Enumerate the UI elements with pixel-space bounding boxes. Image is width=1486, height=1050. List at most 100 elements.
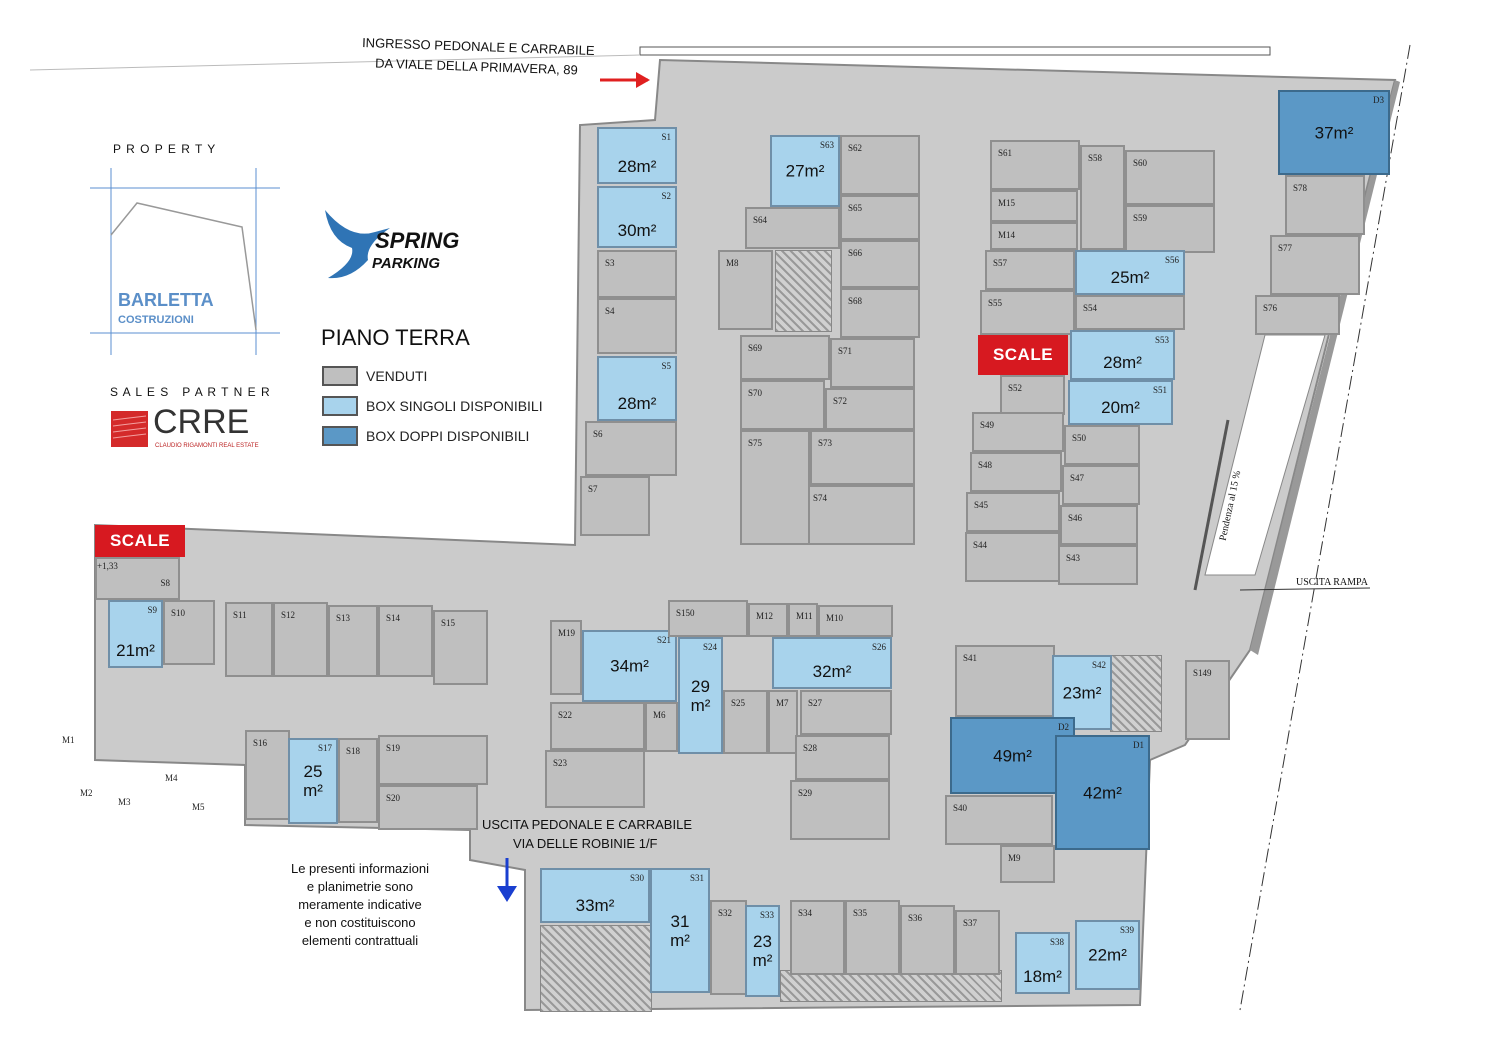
parking-unit-s59[interactable]: S59: [1125, 205, 1215, 253]
parking-unit-s40[interactable]: S40: [945, 795, 1053, 845]
parking-unit-s78[interactable]: S78: [1285, 175, 1365, 235]
parking-unit-s61[interactable]: S61: [990, 140, 1080, 190]
parking-unit-s3[interactable]: S3: [597, 250, 677, 298]
parking-unit-m9[interactable]: M9: [1000, 845, 1055, 883]
parking-unit-s25[interactable]: S25: [723, 690, 768, 754]
parking-unit-s8[interactable]: S8: [95, 557, 180, 600]
parking-unit-s13[interactable]: S13: [328, 605, 378, 677]
parking-unit-s34[interactable]: S34: [790, 900, 845, 975]
parking-unit-s18[interactable]: S18: [338, 738, 378, 823]
parking-unit-m19[interactable]: M19: [550, 620, 582, 695]
unit-code: S39: [1119, 925, 1134, 935]
parking-unit-s50[interactable]: S50: [1064, 425, 1140, 465]
parking-unit-s68[interactable]: S68: [840, 288, 920, 338]
parking-unit-m15[interactable]: M15: [990, 190, 1078, 222]
parking-unit-s14[interactable]: S14: [378, 605, 433, 677]
parking-unit-s12[interactable]: S12: [273, 602, 328, 677]
parking-unit-s64[interactable]: S64: [745, 207, 840, 249]
parking-unit-s44[interactable]: S44: [965, 532, 1060, 582]
parking-unit-s19[interactable]: S19: [378, 735, 488, 785]
hatched-area: [1110, 655, 1162, 732]
parking-unit-m12[interactable]: M12: [748, 603, 788, 637]
parking-unit-s45[interactable]: S45: [966, 492, 1060, 532]
parking-unit-s27[interactable]: S27: [800, 690, 892, 735]
parking-unit-s62[interactable]: S62: [840, 135, 920, 195]
parking-unit-s72[interactable]: S72: [825, 388, 915, 430]
parking-unit-s32[interactable]: S32: [710, 900, 747, 995]
parking-unit-s57[interactable]: S57: [985, 250, 1075, 290]
parking-unit-s71[interactable]: S71: [830, 338, 915, 388]
parking-unit-s20[interactable]: S20: [378, 785, 478, 830]
parking-unit-s73[interactable]: S73: [810, 430, 915, 485]
parking-unit-s65[interactable]: S65: [840, 195, 920, 240]
parking-unit-s49[interactable]: S49: [972, 412, 1064, 452]
parking-unit-s35[interactable]: S35: [845, 900, 900, 975]
parking-unit-s55[interactable]: S55: [980, 290, 1075, 335]
parking-unit-s77[interactable]: S77: [1270, 235, 1360, 295]
parking-unit-s52[interactable]: S52: [1000, 375, 1065, 415]
parking-unit-s41[interactable]: S41: [955, 645, 1055, 717]
unit-area: 31 m²: [670, 911, 690, 950]
parking-unit-m14[interactable]: M14: [990, 222, 1078, 250]
parking-unit-s37[interactable]: S37: [955, 910, 1000, 975]
parking-unit-s46[interactable]: S46: [1060, 505, 1138, 545]
parking-unit-m8[interactable]: M8: [718, 250, 773, 330]
parking-unit-m6[interactable]: M6: [645, 702, 678, 752]
parking-unit-s10[interactable]: S10: [163, 600, 215, 665]
parking-unit-s15[interactable]: S15: [433, 610, 488, 685]
parking-unit-s149[interactable]: S149: [1185, 660, 1230, 740]
parking-unit-s150[interactable]: S150: [668, 600, 748, 637]
parking-unit-s58[interactable]: S58: [1080, 145, 1125, 250]
parking-unit-s36[interactable]: S36: [900, 905, 955, 975]
parking-unit-s47[interactable]: S47: [1062, 465, 1140, 505]
parking-unit-s23[interactable]: S23: [545, 750, 645, 808]
parking-unit-s66[interactable]: S66: [840, 240, 920, 288]
parking-unit-s54[interactable]: S54: [1075, 295, 1185, 330]
parking-unit-s6[interactable]: S6: [585, 421, 677, 476]
parking-unit-s75[interactable]: S75: [740, 430, 810, 545]
parking-unit-s43[interactable]: S43: [1058, 545, 1138, 585]
parking-unit-s60[interactable]: S60: [1125, 150, 1215, 205]
parking-unit-m11[interactable]: M11: [788, 603, 818, 637]
parking-unit-s48[interactable]: S48: [970, 452, 1062, 492]
unit-area: 34m²: [610, 656, 649, 676]
parking-unit-s4[interactable]: S4: [597, 298, 677, 354]
parking-unit-s29[interactable]: S29: [790, 780, 890, 840]
legend-title: PIANO TERRA: [321, 325, 470, 350]
parking-unit-s69[interactable]: S69: [740, 335, 830, 380]
entry-arrowhead-icon: [636, 72, 650, 88]
parking-unit-s16[interactable]: S16: [245, 730, 290, 820]
legend-swatch: [322, 366, 358, 386]
parking-unit-s22[interactable]: S22: [550, 702, 645, 750]
unit-code: S65: [848, 203, 863, 213]
parking-unit-s7[interactable]: S7: [580, 476, 650, 536]
parking-unit-s70[interactable]: S70: [740, 380, 825, 430]
parking-unit-m10[interactable]: M10: [818, 605, 893, 637]
parking-unit-m7[interactable]: M7: [768, 690, 798, 754]
parking-unit-s74[interactable]: S74: [805, 485, 915, 545]
parking-unit-s11[interactable]: S11: [225, 602, 273, 677]
parking-unit-s76[interactable]: S76: [1255, 295, 1340, 335]
parking-unit-s28[interactable]: S28: [795, 735, 890, 780]
